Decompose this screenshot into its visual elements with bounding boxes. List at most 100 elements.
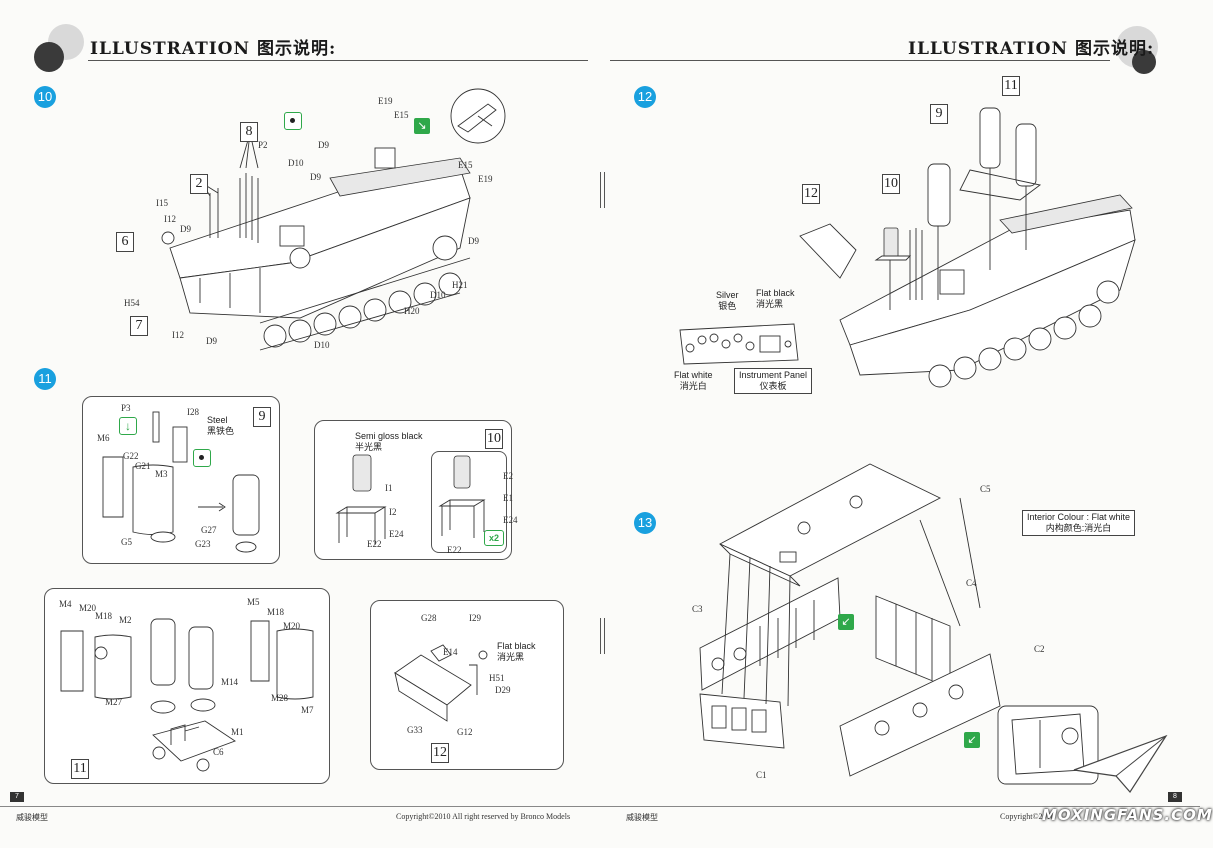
step-12-callout-10: 10 bbox=[882, 174, 900, 194]
part-label: C1 bbox=[756, 770, 767, 780]
part-label: M20 bbox=[283, 621, 301, 631]
paint-drop-icon bbox=[193, 449, 211, 467]
part-label: C6 bbox=[213, 747, 224, 757]
flat-white-note: Flat white 消光白 bbox=[674, 370, 713, 392]
step-12-callout-9: 9 bbox=[930, 104, 948, 124]
step-10-callout-7: 7 bbox=[130, 316, 148, 336]
part-label: E19 bbox=[478, 174, 493, 184]
step-12-hull-drawing bbox=[799, 107, 1136, 388]
part-label: M1 bbox=[231, 727, 244, 737]
footer-copyright-right: Copyright©2010 bbox=[1000, 812, 1055, 821]
drill-down-icon: ↓ bbox=[119, 417, 137, 435]
panel-flat-black-cn: 消光黑 bbox=[756, 299, 784, 309]
sub-assembly-11-drawing bbox=[60, 618, 314, 772]
part-label: H20 bbox=[404, 306, 420, 316]
instrument-panel-en: Instrument Panel bbox=[739, 370, 808, 380]
step-13-interior-drawing bbox=[699, 463, 1099, 785]
part-label: G28 bbox=[421, 613, 437, 623]
part-label: I12 bbox=[164, 214, 176, 224]
header-title-right: ILLUSTRATION 图示说明: bbox=[908, 39, 1155, 59]
step-13-badge: 13 bbox=[634, 512, 656, 534]
part-label: M18 bbox=[95, 611, 113, 621]
interior-colour-en: Interior Colour : Flat white bbox=[1027, 512, 1131, 522]
step-10-detail-inset bbox=[450, 88, 506, 144]
semi-gloss-cn: 半光黑 bbox=[355, 442, 383, 452]
quantity-badge: x2 bbox=[484, 530, 504, 546]
footer-brand-mid: 威骏模型 bbox=[626, 813, 658, 822]
part-label: H51 bbox=[489, 673, 505, 683]
page-number-right: 8 bbox=[1168, 792, 1182, 802]
part-label: E22 bbox=[367, 539, 382, 549]
sub-assembly-11-number: 11 bbox=[71, 759, 89, 779]
silver-cn: 银色 bbox=[718, 301, 737, 311]
header-circle-dark-left bbox=[34, 42, 64, 72]
part-label: I2 bbox=[389, 507, 397, 517]
part-label: E15 bbox=[394, 110, 409, 120]
sub-assembly-9-panel: 9 ↓ Steel 黑铁色 P3 I28 M6 G22 G21 M3 G27 G… bbox=[82, 396, 280, 564]
glue-arrow-icon: ↙ bbox=[964, 732, 980, 748]
step-10-callout-2: 2 bbox=[190, 174, 208, 194]
panel-flat-black-en: Flat black bbox=[756, 288, 795, 298]
part-label: G27 bbox=[201, 525, 217, 535]
part-label: G22 bbox=[123, 451, 139, 461]
part-label: M5 bbox=[247, 597, 260, 607]
part-label: C4 bbox=[966, 578, 977, 588]
part-label: P2 bbox=[258, 140, 268, 150]
flat-white-en: Flat white bbox=[674, 370, 713, 380]
part-label: H21 bbox=[452, 280, 468, 290]
part-label: E22 bbox=[447, 545, 462, 555]
part-label: I29 bbox=[469, 613, 481, 623]
part-label: I15 bbox=[156, 198, 168, 208]
part-label: M18 bbox=[267, 607, 285, 617]
part-label: I28 bbox=[187, 407, 199, 417]
steel-color-en: Steel bbox=[207, 415, 228, 425]
sub-assembly-12-number: 12 bbox=[431, 743, 449, 763]
part-label: E2 bbox=[503, 471, 513, 481]
step-10-callout-8: 8 bbox=[240, 122, 258, 142]
step-10-hull-drawing bbox=[161, 132, 471, 351]
part-label: I12 bbox=[172, 330, 184, 340]
step-12-callout-12: 12 bbox=[802, 184, 820, 204]
header-circle-dark-right bbox=[1132, 50, 1156, 74]
part-label: D10 bbox=[288, 158, 304, 168]
step-10-badge: 10 bbox=[34, 86, 56, 108]
step-12-badge: 12 bbox=[634, 86, 656, 108]
part-label: M4 bbox=[59, 599, 72, 609]
flat-black-en: Flat black bbox=[497, 641, 536, 651]
flat-white-cn: 消光白 bbox=[679, 381, 707, 391]
step-10-callout-6: 6 bbox=[116, 232, 134, 252]
part-label: E24 bbox=[503, 515, 518, 525]
sub-assembly-12-panel: 12 Flat black 消光黑 G28 I29 E14 H51 D29 G3… bbox=[370, 600, 564, 770]
part-label: G12 bbox=[457, 727, 473, 737]
seat-pair-box: x2 bbox=[431, 451, 507, 553]
sub-assembly-10-number: 10 bbox=[485, 429, 503, 449]
part-label: E24 bbox=[389, 529, 404, 539]
header-title-left: ILLUSTRATION 图示说明: bbox=[90, 39, 337, 59]
watermark-plane-icon bbox=[1073, 734, 1168, 793]
part-label: M2 bbox=[119, 615, 132, 625]
part-label: M20 bbox=[79, 603, 97, 613]
part-label: M6 bbox=[97, 433, 110, 443]
part-label: D10 bbox=[430, 290, 446, 300]
part-label: M27 bbox=[105, 697, 123, 707]
semi-gloss-note: Semi gloss black 半光黑 bbox=[355, 431, 423, 453]
interior-colour-cn: 内构颜色:消光白 bbox=[1045, 523, 1112, 533]
sub-assembly-9-number: 9 bbox=[253, 407, 271, 427]
steel-color-cn: 黑铁色 bbox=[207, 426, 235, 436]
steel-color-note: Steel 黑铁色 bbox=[207, 415, 234, 437]
part-label: D9 bbox=[180, 224, 191, 234]
sub-assembly-11-panel: 11 M4 M20 M18 M2 M5 M18 M20 M14 M27 M28 … bbox=[44, 588, 330, 784]
part-label: C3 bbox=[692, 604, 703, 614]
flat-black-note: Flat black 消光黑 bbox=[497, 641, 536, 663]
part-label: M3 bbox=[155, 469, 168, 479]
seat-drawing-a bbox=[335, 454, 387, 545]
paint-drop-icon bbox=[284, 112, 302, 130]
silver-en: Silver bbox=[716, 290, 739, 300]
part-label: D9 bbox=[468, 236, 479, 246]
part-label: P3 bbox=[121, 403, 131, 413]
interior-colour-label: Interior Colour : Flat white 内构颜色:消光白 bbox=[1022, 510, 1136, 536]
binding-mark-top bbox=[600, 172, 605, 208]
footer-copyright-left: Copyright©2010 All right reserved by Bro… bbox=[396, 812, 571, 821]
header-rule-right bbox=[610, 60, 1110, 61]
instrument-panel-label: Instrument Panel 仪表板 bbox=[734, 368, 813, 394]
